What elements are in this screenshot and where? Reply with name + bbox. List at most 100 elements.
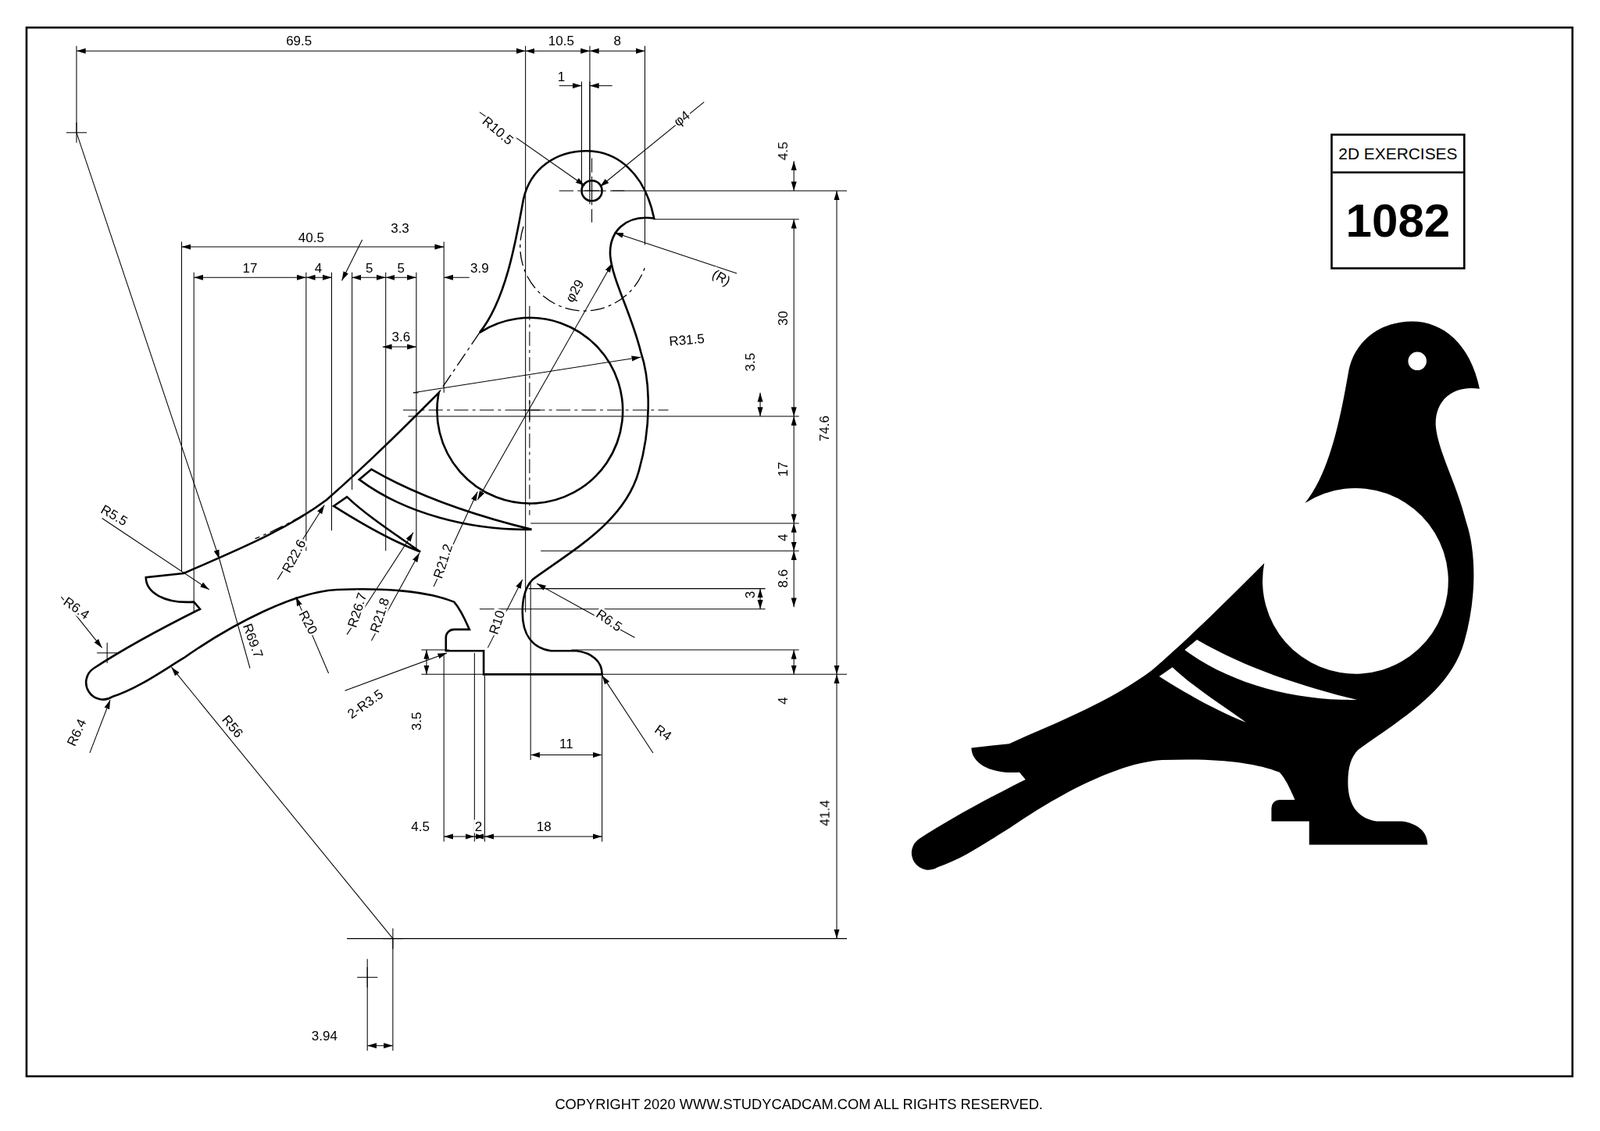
extension-line	[331, 272, 333, 531]
extension-line	[385, 272, 386, 552]
dimension-text: 3	[743, 589, 758, 600]
dimension-line	[193, 277, 307, 279]
title-block: 2D EXERCISES1082	[1330, 133, 1465, 270]
dimension-text: R56	[218, 712, 247, 742]
extension-line	[421, 649, 449, 650]
dimension-text: R31.5	[667, 331, 706, 348]
sheet-frame	[26, 27, 1573, 1077]
dimension-text: 40.5	[297, 231, 326, 245]
dimension-line	[793, 416, 795, 524]
extension-line	[443, 653, 445, 843]
centre-mark	[591, 180, 593, 201]
dimension-line	[835, 674, 837, 939]
dimension-text: R6.5	[592, 606, 625, 635]
dimension-text: 8	[612, 34, 622, 48]
dimension-line	[835, 190, 837, 675]
dimension-line	[181, 246, 444, 248]
dimension-line	[589, 50, 646, 52]
extension-line	[653, 218, 800, 220]
dimension-text: 2	[474, 819, 484, 833]
dimension-text: R6.4	[60, 593, 93, 622]
centre-mark	[528, 400, 530, 421]
bird-outline	[85, 150, 654, 700]
dimension-line	[352, 277, 386, 279]
dimension-text: 4.5	[410, 819, 431, 833]
leader-line	[76, 132, 220, 560]
centre-lines	[403, 157, 669, 515]
centre-line	[403, 410, 669, 411]
silhouette-slit	[1184, 639, 1358, 700]
dimension-text: 41.4	[817, 799, 832, 828]
dimension-text: 4	[775, 696, 790, 706]
leader-line	[102, 518, 210, 590]
leader-line	[413, 357, 641, 393]
dimension-line	[793, 160, 795, 191]
leader-line	[600, 102, 704, 187]
leader-line	[296, 596, 329, 674]
dimension-lines	[60, 46, 847, 1052]
dimension-text: R6.4	[64, 716, 90, 750]
centre-mark	[107, 642, 108, 664]
dimension-text: 3.5	[743, 352, 758, 373]
dimension-line	[385, 277, 417, 279]
dimension-line	[425, 650, 427, 675]
dimension-text: R10	[486, 607, 508, 637]
extension-line	[346, 938, 847, 940]
cad-outline	[85, 150, 654, 700]
dimension-text: 5	[364, 261, 375, 275]
extension-line	[484, 675, 486, 843]
extension-line	[305, 272, 307, 552]
dimension-text: 5	[396, 261, 406, 275]
dimension-line	[474, 835, 485, 837]
bird-silhouette	[911, 321, 1480, 870]
extension-line	[530, 523, 800, 525]
eye-circle	[581, 180, 602, 201]
extension-line	[644, 46, 646, 246]
dimension-text: 2-R3.5	[344, 686, 387, 722]
extension-line	[589, 46, 590, 204]
dimension-text: 30	[775, 310, 790, 328]
dimension-text: 1	[556, 69, 566, 83]
dimension-text: R22.6	[278, 536, 308, 576]
extension-line	[351, 272, 353, 490]
feather-slit	[359, 469, 533, 530]
dimension-text: 17	[775, 460, 790, 479]
dimension-text: R20	[296, 607, 321, 638]
extension-line	[415, 272, 417, 552]
dimension-text: 17	[241, 261, 259, 275]
dimension-text: R26.7	[345, 590, 370, 631]
dimension-text: 3.3	[389, 221, 411, 236]
dimension-line	[477, 263, 612, 500]
dimension-line	[525, 50, 590, 52]
dimension-text: 3.94	[310, 1028, 340, 1043]
extension-line	[407, 415, 799, 417]
leader-line	[536, 583, 635, 638]
dimension-line	[382, 346, 417, 348]
extension-line	[528, 588, 766, 590]
dimension-line	[793, 219, 795, 417]
dimension-text: 3.9	[469, 261, 490, 275]
dimension-line	[793, 523, 795, 551]
dimension-text: 18	[535, 819, 553, 833]
extension-line	[581, 81, 583, 191]
dimension-text: 4	[775, 532, 790, 543]
dimension-text: 74.6	[817, 414, 832, 443]
dimension-text: R21.2	[430, 541, 455, 582]
centre-line	[528, 306, 530, 516]
extension-line	[612, 190, 847, 192]
leader-line	[277, 505, 325, 580]
silhouette-eye	[1407, 352, 1427, 372]
extension-line	[421, 674, 484, 675]
dimension-text: φ4	[670, 107, 693, 130]
dimension-text: (R)	[709, 266, 734, 289]
dimension-line	[760, 589, 761, 610]
extension-line	[525, 46, 526, 613]
dimension-line	[484, 835, 602, 837]
leader-line	[479, 112, 586, 186]
extension-line	[589, 81, 590, 191]
centre-mark	[392, 928, 393, 950]
construction-arc	[520, 226, 646, 311]
dimension-text: R4	[651, 721, 675, 744]
extension-line	[540, 550, 799, 552]
